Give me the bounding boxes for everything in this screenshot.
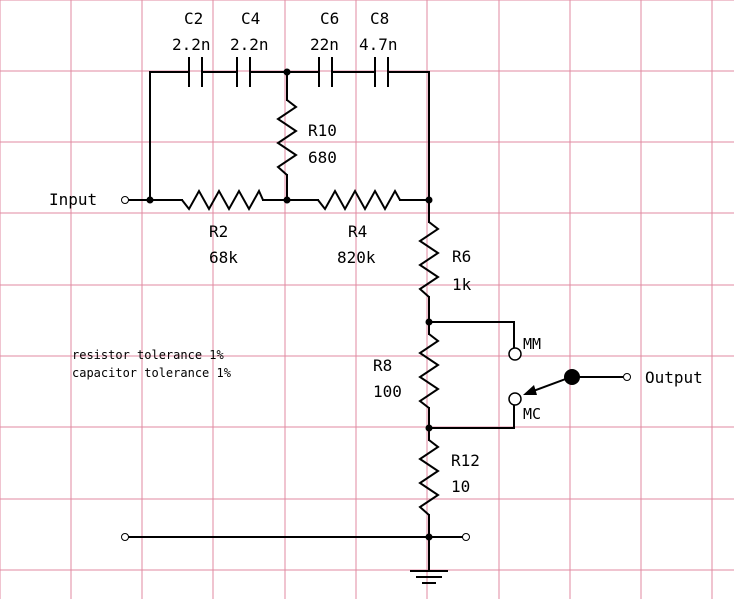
r8-name: R8 xyxy=(373,356,392,375)
mm-mc-selector-switch[interactable] xyxy=(508,347,580,406)
resistor-r10 xyxy=(276,99,298,176)
ground-symbol xyxy=(410,570,448,584)
capacitor-c4 xyxy=(236,57,251,87)
r2-value: 68k xyxy=(209,248,238,267)
c8-right-wire xyxy=(388,71,430,223)
resistor-r4 xyxy=(317,188,401,212)
c2-value: 2.2n xyxy=(172,35,211,54)
r4-name: R4 xyxy=(348,222,367,241)
capacitor-c6 xyxy=(318,57,333,87)
switch-arrowhead xyxy=(523,385,537,395)
r12-name: R12 xyxy=(451,451,480,470)
r10-name: R10 xyxy=(308,121,337,140)
resistor-r6 xyxy=(418,221,440,298)
c6-value: 22n xyxy=(310,35,339,54)
wires xyxy=(127,71,623,571)
junction-dot xyxy=(283,196,291,204)
r6-value: 1k xyxy=(452,275,472,294)
junction-dot xyxy=(146,196,154,204)
c8-name: C8 xyxy=(370,9,389,28)
r8-value: 100 xyxy=(373,382,402,401)
c6-name: C6 xyxy=(320,9,339,28)
c4-value: 2.2n xyxy=(230,35,269,54)
junction-dot xyxy=(425,196,433,204)
resistor-tolerance-note: resistor tolerance 1% xyxy=(72,348,224,362)
c2-name: C2 xyxy=(184,9,203,28)
resistor-r12 xyxy=(418,439,440,516)
input-terminal[interactable] xyxy=(121,196,129,204)
output-label: Output xyxy=(645,368,703,387)
mm-contact[interactable] xyxy=(508,347,522,361)
switch-pivot[interactable] xyxy=(564,369,580,385)
resistor-r2 xyxy=(181,188,264,212)
output-terminal[interactable] xyxy=(623,373,631,381)
resistor-r8 xyxy=(418,333,440,409)
r2-name: R2 xyxy=(209,222,228,241)
c8-value: 4.7n xyxy=(359,35,398,54)
r12-value: 10 xyxy=(451,477,470,496)
r4-value: 820k xyxy=(337,248,376,267)
top-left-vertical-wire xyxy=(149,71,189,201)
r10-value: 680 xyxy=(308,148,337,167)
junction-dots xyxy=(146,68,433,541)
mm-tap-wire xyxy=(428,321,515,349)
mc-contact[interactable] xyxy=(508,392,522,406)
mm-label: MM xyxy=(523,335,541,353)
c4-name: C4 xyxy=(241,9,260,28)
junction-dot xyxy=(425,533,433,541)
junction-dot xyxy=(283,68,291,76)
input-label: Input xyxy=(49,190,97,209)
ground-left-terminal[interactable] xyxy=(121,533,129,541)
capacitor-c8 xyxy=(374,57,389,87)
junction-dot xyxy=(425,318,433,326)
ground-right-terminal[interactable] xyxy=(462,533,470,541)
junction-dot xyxy=(425,424,433,432)
r6-name: R6 xyxy=(452,247,471,266)
mc-tap-wire xyxy=(428,405,515,429)
capacitor-tolerance-note: capacitor tolerance 1% xyxy=(72,366,232,380)
mc-label: MC xyxy=(523,405,541,423)
capacitor-c2 xyxy=(188,57,203,87)
